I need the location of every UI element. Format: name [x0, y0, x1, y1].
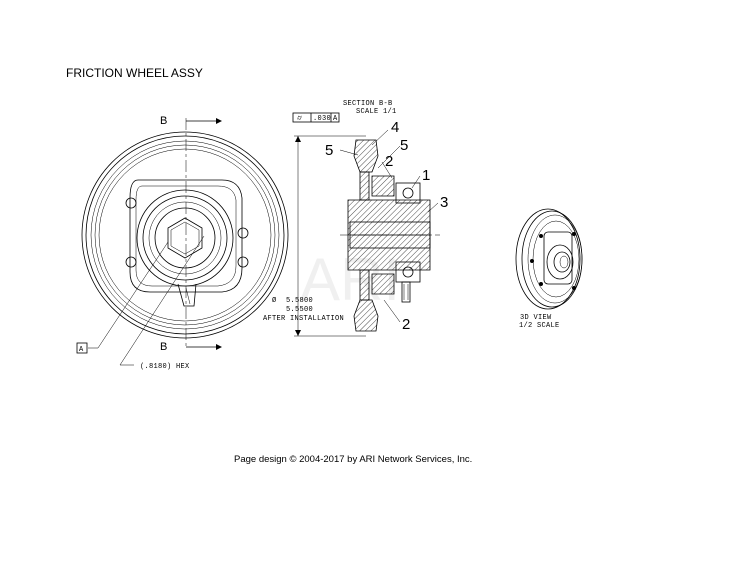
- section-label-bottom: B: [160, 341, 167, 353]
- page-title: FRICTION WHEEL ASSY: [66, 66, 203, 80]
- callout-2-bottom: 2: [402, 316, 410, 333]
- datum-label: A: [79, 346, 84, 354]
- hex-note: (.8180) HEX: [140, 363, 190, 371]
- diameter-note: AFTER INSTALLATION: [263, 315, 344, 323]
- callout-1: 1: [422, 167, 430, 184]
- tolerance-datum: A: [333, 115, 338, 123]
- callout-5-right: 5: [400, 137, 408, 154]
- iso-scale: 1/2 SCALE: [519, 322, 560, 330]
- diameter-min: 5.5500: [286, 306, 313, 314]
- section-view: [294, 129, 440, 337]
- callout-2-top: 2: [385, 153, 393, 170]
- section-label-top: B: [160, 115, 167, 127]
- copyright-text: Page design © 2004-2017 by ARI Network S…: [234, 454, 473, 465]
- section-title: SECTION B-B: [343, 100, 393, 108]
- tolerance-value: .030: [313, 115, 331, 123]
- tolerance-symbol: ⌭: [297, 115, 302, 123]
- tolerance-frame: [292, 112, 340, 123]
- section-scale: SCALE 1/1: [356, 108, 397, 116]
- iso-title: 3D VIEW: [520, 314, 552, 322]
- callout-4: 4: [391, 119, 399, 136]
- diameter-max: 5.5800: [286, 297, 313, 305]
- diameter-symbol: Ø: [272, 296, 277, 305]
- front-view: [81, 118, 289, 366]
- callout-3: 3: [440, 194, 448, 211]
- callout-5-left: 5: [325, 142, 333, 159]
- iso-view: [515, 208, 583, 310]
- datum-frame: [76, 342, 88, 354]
